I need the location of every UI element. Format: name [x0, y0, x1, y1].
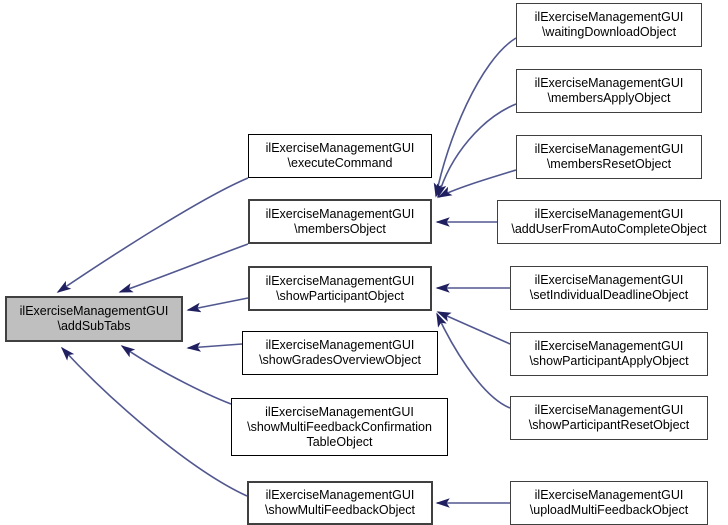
- graph-node-label: ilExerciseManagementGUI \showParticipant…: [528, 403, 690, 432]
- graph-node-membersApplyObject[interactable]: ilExerciseManagementGUI \membersApplyObj…: [516, 69, 702, 113]
- graph-node-label: ilExerciseManagementGUI \addUserFromAuto…: [511, 207, 707, 236]
- graph-edge-membersApplyObject-to-membersObject: [436, 103, 517, 199]
- graph-edge-showMultiFeedbackConfirmationTableObject-to-addSubTabs: [120, 345, 232, 405]
- graph-node-uploadMultiFeedbackObject[interactable]: ilExerciseManagementGUI \uploadMultiFeed…: [510, 481, 708, 525]
- graph-node-label: ilExerciseManagementGUI \waitingDownload…: [534, 10, 684, 39]
- graph-node-showMultiFeedbackConfirmationTableObject[interactable]: ilExerciseManagementGUI \showMultiFeedba…: [231, 398, 448, 456]
- graph-edge-waitingDownloadObject-to-membersObject: [433, 37, 517, 198]
- graph-node-membersResetObject[interactable]: ilExerciseManagementGUI \membersResetObj…: [516, 135, 702, 179]
- graph-node-label: ilExerciseManagementGUI \showParticipant…: [265, 273, 415, 303]
- graph-node-showParticipantObject[interactable]: ilExerciseManagementGUI \showParticipant…: [248, 266, 432, 311]
- graph-node-label: ilExerciseManagementGUI \membersObject: [265, 206, 415, 236]
- graph-node-label: ilExerciseManagementGUI \showMultiFeedba…: [247, 404, 432, 449]
- graph-node-addSubTabs[interactable]: ilExerciseManagementGUI \addSubTabs: [5, 296, 183, 342]
- graph-edge-showParticipantObject-to-addSubTabs: [186, 297, 249, 313]
- graph-edge-membersResetObject-to-membersObject: [437, 169, 517, 198]
- graph-node-label: ilExerciseManagementGUI \setIndividualDe…: [529, 273, 689, 302]
- graph-node-showParticipantResetObject[interactable]: ilExerciseManagementGUI \showParticipant…: [510, 396, 708, 440]
- graph-edge-executeCommand-to-addSubTabs: [56, 177, 249, 293]
- graph-node-showMultiFeedbackObject[interactable]: ilExerciseManagementGUI \showMultiFeedba…: [247, 481, 433, 525]
- graph-node-addUserFromAutoCompleteObject[interactable]: ilExerciseManagementGUI \addUserFromAuto…: [497, 200, 721, 244]
- graph-node-label: ilExerciseManagementGUI \showMultiFeedba…: [264, 488, 416, 517]
- graph-node-label: ilExerciseManagementGUI \membersResetObj…: [534, 142, 684, 171]
- graph-node-showGradesOverviewObject[interactable]: ilExerciseManagementGUI \showGradesOverv…: [242, 331, 438, 375]
- graph-edge-showGradesOverviewObject-to-addSubTabs: [186, 342, 243, 352]
- graph-node-executeCommand[interactable]: ilExerciseManagementGUI \executeCommand: [248, 134, 432, 178]
- graph-node-label: ilExerciseManagementGUI \showGradesOverv…: [259, 338, 421, 367]
- graph-edge-membersObject-to-addSubTabs: [118, 243, 249, 293]
- graph-node-label: ilExerciseManagementGUI \showParticipant…: [529, 339, 689, 368]
- graph-node-label: ilExerciseManagementGUI \executeCommand: [265, 141, 415, 170]
- graph-node-waitingDownloadObject[interactable]: ilExerciseManagementGUI \waitingDownload…: [516, 3, 702, 47]
- graph-node-setIndividualDeadlineObject[interactable]: ilExerciseManagementGUI \setIndividualDe…: [510, 266, 708, 310]
- graph-node-showParticipantApplyObject[interactable]: ilExerciseManagementGUI \showParticipant…: [510, 332, 708, 376]
- graph-node-label: ilExerciseManagementGUI \uploadMultiFeed…: [529, 488, 689, 517]
- graph-edge-showParticipantResetObject-to-showParticipantObject: [436, 312, 511, 409]
- graph-node-label: ilExerciseManagementGUI \membersApplyObj…: [534, 76, 684, 105]
- graph-node-label: ilExerciseManagementGUI \addSubTabs: [19, 304, 169, 333]
- graph-edge-showParticipantApplyObject-to-showParticipantObject: [436, 311, 511, 345]
- graph-node-membersObject[interactable]: ilExerciseManagementGUI \membersObject: [248, 199, 432, 244]
- graph-edge-showMultiFeedbackObject-to-addSubTabs: [60, 346, 248, 497]
